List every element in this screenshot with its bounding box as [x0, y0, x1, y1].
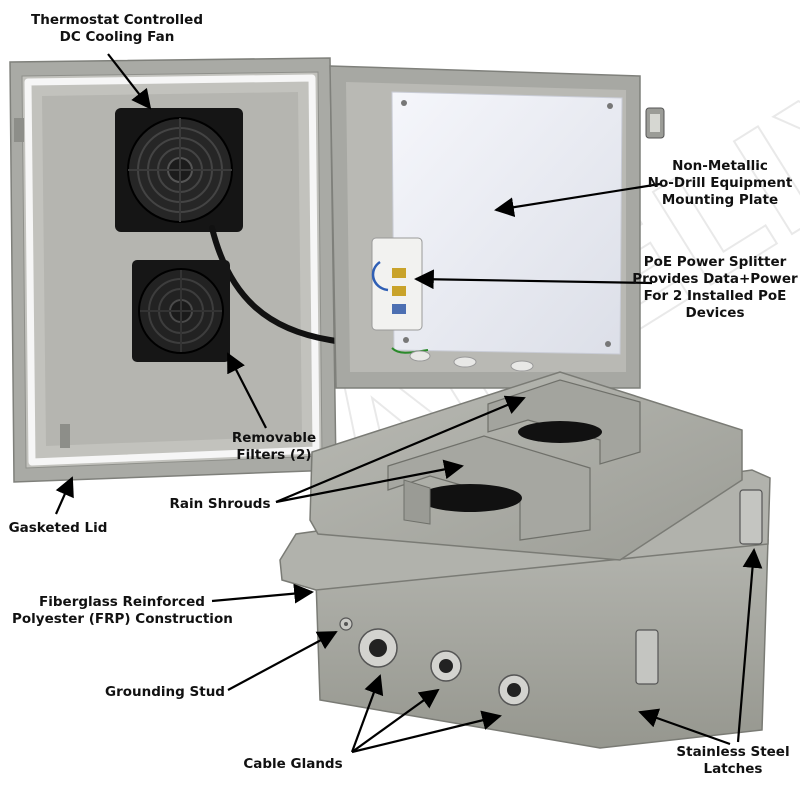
arrow-filters: [227, 352, 267, 429]
open-lid: [9, 57, 385, 483]
enclosure-interior: [329, 65, 665, 389]
stainless-latch: [635, 489, 763, 685]
arrow-latch-2: [736, 548, 763, 743]
label-latches-line-1: Stainless Steel: [676, 744, 790, 760]
label-frp-line-1: Fiberglass Reinforced: [39, 594, 205, 610]
label-poe-line-2: Provides Data+Power: [632, 271, 798, 287]
hinge-bottom: [60, 424, 70, 448]
label-frp: Fiberglass Reinforced Polyester (FRP) Co…: [12, 594, 233, 628]
mounting-plate: [391, 91, 623, 355]
label-latches-line-2: Latches: [703, 761, 763, 777]
label-grounding-line-1: Grounding Stud: [105, 684, 225, 700]
label-glands-line-1: Cable Glands: [243, 756, 343, 772]
cable-gland-icon: [358, 628, 530, 706]
label-grounding: Grounding Stud: [100, 684, 230, 701]
grounding-stud-icon: [339, 617, 353, 631]
arrow-fan: [107, 53, 152, 110]
arrow-gland-2: [351, 688, 440, 753]
label-plate-line-1: Non-Metallic: [672, 158, 768, 174]
arrow-frp: [211, 583, 314, 604]
label-poe: PoE Power Splitter Provides Data+Power F…: [630, 254, 800, 322]
arrow-grounding: [227, 631, 338, 691]
label-fan: Thermostat Controlled DC Cooling Fan: [22, 12, 212, 46]
rain-shroud-2: [387, 435, 591, 541]
label-plate-line-2: No-Drill Equipment: [647, 175, 793, 191]
label-frp-line-2: Polyester (FRP) Construction: [12, 611, 233, 627]
label-shrouds: Rain Shrouds: [160, 496, 280, 513]
closed-enclosure: [279, 371, 771, 749]
label-poe-line-3: For 2 Installed PoE: [643, 288, 787, 304]
arrow-shroud-1: [275, 395, 526, 504]
latch-icon: [645, 107, 665, 139]
arrow-gland-1: [350, 674, 384, 753]
hinge-top: [14, 118, 24, 142]
arrow-gland-3: [351, 710, 502, 754]
label-plate-line-3: Mounting Plate: [661, 192, 779, 208]
arrow-plate: [494, 182, 661, 217]
label-poe-line-1: PoE Power Splitter: [643, 254, 787, 270]
arrow-poe: [414, 269, 653, 290]
rain-shroud-1: [487, 379, 641, 465]
filter-icon: [132, 260, 230, 362]
callout-arrows: [54, 53, 763, 754]
label-gasket-line-1: Gasketed Lid: [8, 520, 108, 536]
label-filters: Removable Filters (2): [214, 430, 334, 464]
label-shrouds-line-1: Rain Shrouds: [169, 496, 271, 512]
poe-splitter: [371, 237, 423, 331]
label-fan-line-2: DC Cooling Fan: [59, 29, 175, 45]
arrow-gasket: [54, 476, 74, 515]
label-filters-line-2: Filters (2): [236, 447, 312, 463]
label-fan-line-1: Thermostat Controlled: [31, 12, 203, 28]
label-latches: Stainless Steel Latches: [668, 744, 798, 778]
fan-icon: [115, 108, 243, 232]
label-poe-line-4: Devices: [685, 305, 745, 321]
label-plate: Non-Metallic No-Drill Equipment Mounting…: [640, 158, 800, 209]
arrow-latch-1: [638, 708, 731, 746]
label-glands: Cable Glands: [238, 756, 348, 773]
label-filters-line-1: Removable: [231, 430, 317, 446]
arrow-shroud-2: [275, 459, 464, 504]
label-gasket: Gasketed Lid: [2, 520, 114, 537]
